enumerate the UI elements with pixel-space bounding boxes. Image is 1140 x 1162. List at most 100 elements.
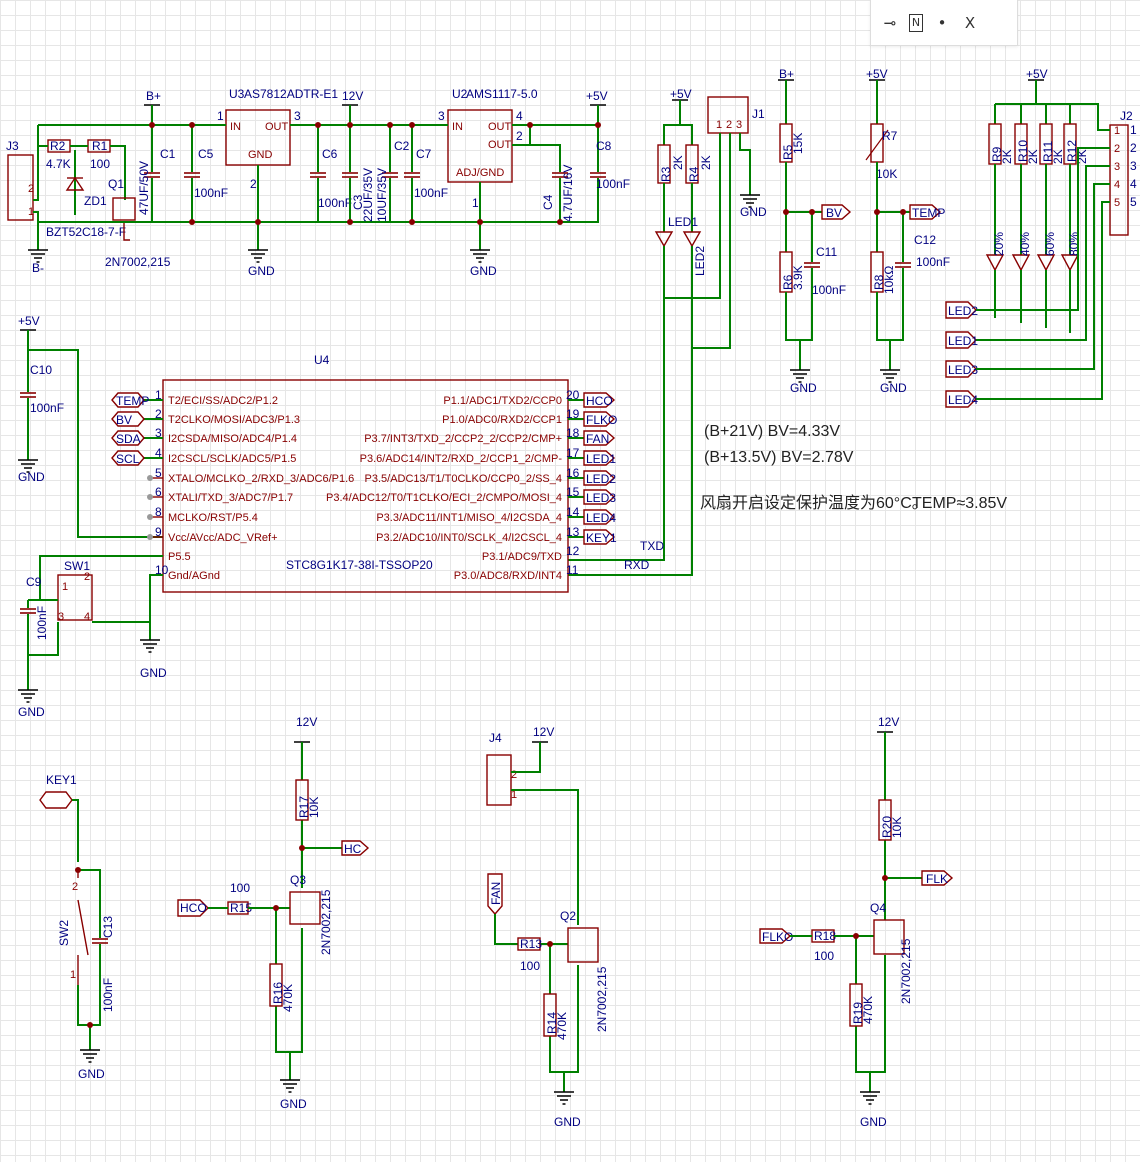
led-net-flag[interactable] bbox=[945, 331, 977, 349]
junction-dot-icon[interactable]: • bbox=[937, 13, 947, 32]
led-bar-resistor-ref: R11 bbox=[1041, 141, 1055, 162]
zd1-zener[interactable] bbox=[65, 176, 85, 191]
mcu-net-flag-hco[interactable] bbox=[583, 392, 616, 408]
mcu-right-net-label: FAN bbox=[586, 432, 609, 446]
mcu-net-flag-scl[interactable] bbox=[111, 450, 145, 466]
temp-net-flag[interactable] bbox=[909, 204, 942, 220]
hc-driver-section: 12V R17 10K HC HCO R15 100 R16 470K Q3 2… bbox=[177, 715, 370, 1111]
mcu-left-net-label: SDA bbox=[116, 432, 141, 446]
mcu-net-flag-led2[interactable] bbox=[583, 470, 616, 486]
svg-text:TXD: TXD bbox=[640, 539, 664, 553]
j4-connector[interactable] bbox=[486, 754, 512, 806]
no-connect-icon[interactable]: X bbox=[964, 13, 976, 32]
svg-text:J4: J4 bbox=[489, 731, 502, 745]
svg-text:TEMP: TEMP bbox=[912, 206, 945, 220]
fan-net-flag[interactable] bbox=[487, 873, 503, 916]
svg-text:470K: 470K bbox=[555, 1012, 569, 1040]
svg-text:Q1: Q1 bbox=[108, 177, 124, 191]
svg-text:C9: C9 bbox=[26, 575, 42, 589]
q3-mosfet[interactable] bbox=[289, 891, 321, 925]
svg-text:AS7812ADTR-E1: AS7812ADTR-E1 bbox=[244, 87, 338, 101]
led-bar-led[interactable] bbox=[985, 254, 1005, 272]
r20-resistor[interactable] bbox=[878, 799, 892, 841]
q1-mosfet[interactable] bbox=[112, 197, 136, 221]
mcu-left-net-label: SCL bbox=[116, 452, 140, 466]
svg-text:BV: BV bbox=[826, 206, 842, 220]
j3-connector[interactable] bbox=[7, 154, 34, 221]
bv-divider-section: B+ R5 15K R6 3.9K C11 100nF BV GND bbox=[777, 67, 852, 395]
svg-text:C8: C8 bbox=[596, 139, 612, 153]
flk-net-flag[interactable] bbox=[921, 870, 954, 886]
svg-text:R17: R17 bbox=[297, 796, 311, 818]
bv-net-flag[interactable] bbox=[821, 204, 852, 220]
sw1-switch[interactable] bbox=[57, 574, 93, 621]
svg-text:C3: C3 bbox=[351, 194, 365, 210]
svg-text:10kΩ: 10kΩ bbox=[882, 266, 896, 294]
mcu-net-flag-led1[interactable] bbox=[583, 450, 616, 466]
svg-text:1: 1 bbox=[70, 969, 76, 981]
key1-net-flag[interactable] bbox=[39, 791, 73, 809]
r16-resistor[interactable] bbox=[269, 963, 283, 1007]
led-net-flag[interactable] bbox=[945, 390, 977, 408]
mcu-net-flag-key1[interactable] bbox=[583, 529, 616, 545]
svg-text:100nF: 100nF bbox=[35, 606, 49, 640]
hc-net-flag[interactable] bbox=[341, 840, 370, 856]
mcu-net-flag-led3[interactable] bbox=[583, 489, 616, 505]
svg-text:10UF/35V: 10UF/35V bbox=[375, 168, 389, 222]
mcu-net-flag-sda[interactable] bbox=[111, 430, 145, 446]
mcu-right-pin-name: P3.5/ADC13/T1/T0CLKO/CCP0_2/SS_4 bbox=[365, 473, 562, 485]
j2-connector[interactable] bbox=[1109, 124, 1129, 236]
svg-text:FAN: FAN bbox=[489, 882, 503, 905]
svg-text:R3: R3 bbox=[659, 166, 673, 182]
mcu-net-flag-led4[interactable] bbox=[583, 509, 616, 525]
svg-text:2: 2 bbox=[250, 177, 257, 191]
led-net-flag[interactable] bbox=[945, 360, 977, 378]
led-bar-led[interactable] bbox=[1036, 254, 1056, 272]
mcu-left-pin-name: I2CSCL/SCLK/ADC5/P1.5 bbox=[168, 453, 296, 465]
svg-text:+5V: +5V bbox=[866, 67, 888, 81]
mcu-right-pin-num: 15 bbox=[566, 485, 580, 499]
svg-text:+5V: +5V bbox=[1026, 67, 1048, 81]
led-bar-led[interactable] bbox=[1060, 254, 1080, 272]
svg-text:R4: R4 bbox=[687, 166, 701, 182]
svg-text:10K: 10K bbox=[876, 167, 897, 181]
r14-resistor[interactable] bbox=[543, 993, 557, 1037]
hco-net-flag[interactable] bbox=[177, 899, 209, 917]
u4-mcu-chip[interactable] bbox=[162, 379, 569, 593]
mcu-net-flag-flko[interactable] bbox=[583, 411, 616, 427]
r19-resistor[interactable] bbox=[849, 983, 863, 1027]
j1-connector[interactable] bbox=[707, 96, 749, 134]
pin-icon[interactable]: ⊸ bbox=[883, 13, 897, 32]
mcu-left-pin-num: 3 bbox=[155, 426, 162, 440]
mcu-left-pin-num: 6 bbox=[155, 485, 162, 499]
power-section: J3 2 1 B- R2 4.7K R1 100 ZD1 BZT52C18-7-… bbox=[6, 87, 630, 278]
mcu-right-pin-name: P1.1/ADC1/TXD2/CCP0 bbox=[443, 395, 562, 407]
svg-text:GND: GND bbox=[470, 264, 497, 278]
mcu-net-flag-temp[interactable] bbox=[111, 392, 145, 408]
r13-resistor[interactable] bbox=[517, 937, 541, 951]
svg-text:2N7002,215: 2N7002,215 bbox=[899, 938, 913, 1004]
svg-text:R15: R15 bbox=[230, 901, 252, 915]
r17-resistor[interactable] bbox=[295, 779, 309, 821]
mcu-net-flag-fan[interactable] bbox=[583, 430, 616, 446]
mcu-right-pin-num: 12 bbox=[566, 544, 580, 558]
led1-led[interactable] bbox=[654, 231, 674, 248]
led-bar-led[interactable] bbox=[1011, 254, 1031, 272]
q4-mosfet[interactable] bbox=[873, 919, 905, 955]
net-port-icon[interactable]: N bbox=[909, 13, 923, 32]
svg-text:SW1: SW1 bbox=[64, 559, 90, 573]
svg-text:R2: R2 bbox=[50, 139, 66, 153]
led-net-flag[interactable] bbox=[945, 301, 977, 319]
q2-mosfet[interactable] bbox=[567, 927, 599, 963]
svg-text:1: 1 bbox=[511, 789, 517, 801]
mcu-right-pin-num: 11 bbox=[566, 563, 579, 577]
svg-text:2: 2 bbox=[726, 119, 732, 131]
mcu-net-flag-bv[interactable] bbox=[111, 411, 145, 427]
led2-led[interactable] bbox=[682, 231, 702, 248]
flko-net-flag[interactable] bbox=[759, 928, 792, 944]
note-fan-temp: 风扇开启设定保护温度为60°C。 bbox=[700, 494, 928, 512]
sw2-switch[interactable] bbox=[77, 899, 89, 956]
mcu-left-pin-name: I2CSDA/MISO/ADC4/P1.4 bbox=[168, 433, 297, 445]
